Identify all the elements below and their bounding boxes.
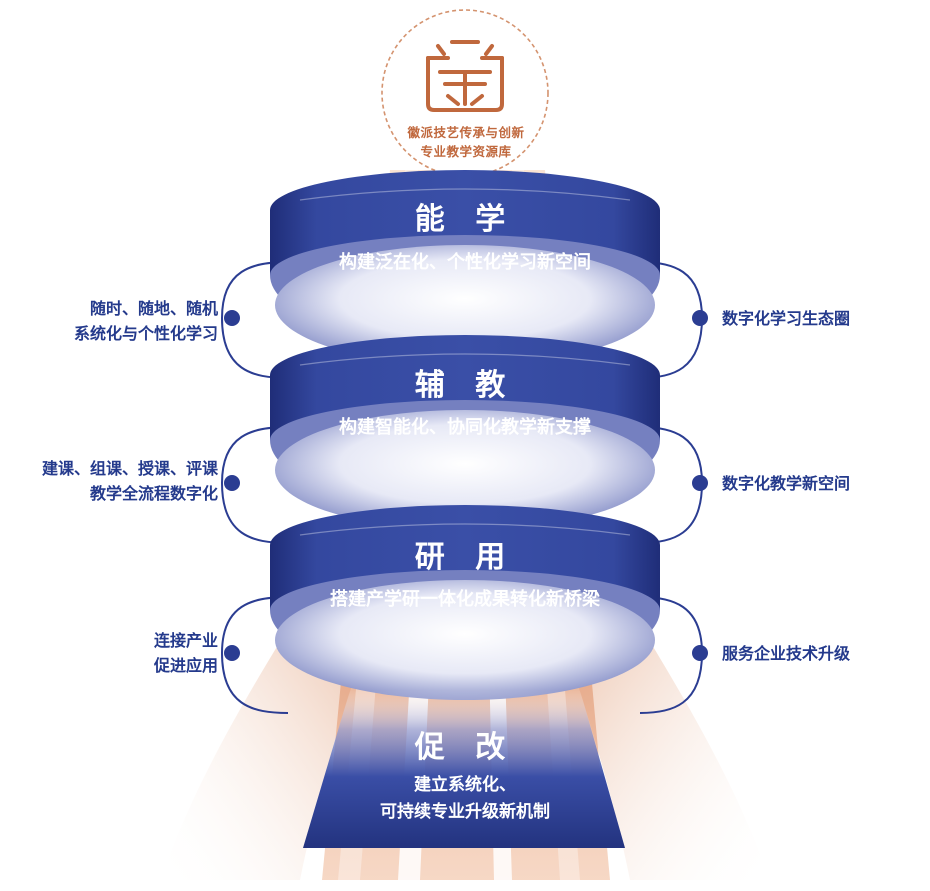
logo-caption-line-2: 专业教学资源库	[420, 144, 512, 159]
ring-3-right-label: 服务企业技术升级	[722, 644, 851, 663]
ring-2-left-label: 建课、组课、授课、评课 教学全流程数字化	[42, 456, 218, 506]
ring-1-subtitle: 构建泛在化、个性化学习新空间	[339, 252, 591, 273]
ring-1-left-label: 随时、随地、随机 系统化与个性化学习	[74, 296, 218, 346]
ring-3-title: 研 用	[414, 540, 516, 575]
ring-1-left-line-2: 系统化与个性化学习	[73, 324, 218, 343]
ring-1-left-line-1: 随时、随地、随机	[89, 299, 218, 318]
logo-caption-line-1: 徽派技艺传承与创新	[407, 125, 525, 140]
ring-2-left-line-1: 建课、组课、授课、评课	[41, 459, 218, 478]
ring-3-graphic	[221, 505, 708, 714]
base-line-2: 可持续专业升级新机制	[380, 802, 550, 822]
base-title: 促 改	[414, 730, 516, 765]
base-pedestal	[303, 690, 625, 848]
ring-2-title: 辅 教	[414, 368, 516, 403]
ring-1-right-label: 数字化学习生态圈	[722, 309, 851, 328]
ring-2-right-label: 数字化教学新空间	[722, 474, 851, 493]
logo-seal	[381, 9, 549, 177]
seal-glyph-icon	[426, 40, 504, 112]
ring-3-left-line-1: 连接产业	[153, 631, 218, 650]
ring-2-subtitle: 构建智能化、协同化教学新支撑	[339, 417, 591, 438]
ring-3-left-line-2: 促进应用	[153, 656, 218, 675]
base-line-1: 建立系统化、	[414, 775, 516, 795]
ring-3-left-label: 连接产业 促进应用	[154, 628, 218, 678]
ring-1-title: 能 学	[414, 202, 516, 237]
ring-3-subtitle: 搭建产学研一体化成果转化新桥梁	[330, 589, 600, 610]
ring-2-left-line-2: 教学全流程数字化	[89, 484, 218, 503]
ring-2-graphic	[221, 335, 708, 544]
